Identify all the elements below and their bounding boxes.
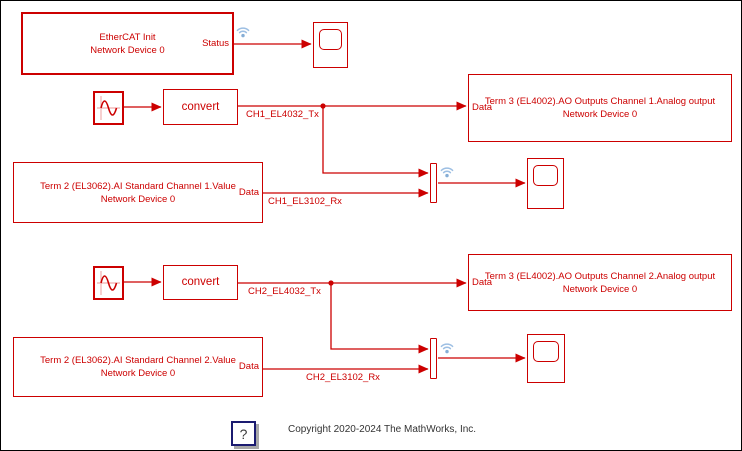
ethercat-init-block[interactable]: EtherCAT Init Network Device 0 Status xyxy=(21,12,234,75)
scope-block-ch1[interactable] xyxy=(527,158,564,209)
signal-label-ch1-tx[interactable]: CH1_EL4032_Tx xyxy=(246,109,319,120)
scope-block-ch2[interactable] xyxy=(527,334,565,383)
port-label-data-in: Data xyxy=(472,276,493,288)
convert-block-ch1[interactable]: convert xyxy=(163,89,238,125)
scope-icon-status xyxy=(319,29,342,50)
signal-label-ch2-tx[interactable]: CH2_EL4032_Tx xyxy=(248,286,321,297)
signal-label-ch2-rx[interactable]: CH2_EL3102_Rx xyxy=(306,372,380,383)
sine-wave-icon-ch2 xyxy=(97,271,120,295)
block-title-line1: Term 3 (EL4002).AO Outputs Channel 2.Ana… xyxy=(484,270,716,282)
block-title-line2: Network Device 0 xyxy=(90,44,165,56)
block-title-line2: Network Device 0 xyxy=(562,283,638,295)
mux-block-ch2[interactable] xyxy=(430,338,437,379)
convert-label: convert xyxy=(181,276,220,288)
branch-point-ch1 xyxy=(320,103,326,109)
port-label-data-out: Data xyxy=(238,361,259,372)
scope-icon-ch1 xyxy=(533,165,558,186)
block-title-line2: Network Device 0 xyxy=(562,109,638,120)
scope-icon-ch2 xyxy=(533,341,559,362)
convert-block-ch2[interactable]: convert xyxy=(163,265,238,300)
block-title-line1: Term 3 (EL4002).AO Outputs Channel 1.Ana… xyxy=(484,96,716,107)
signal-logging-wifi-icon-status xyxy=(236,27,250,39)
block-title-line1: EtherCAT Init xyxy=(99,31,156,43)
block-title-line2: Network Device 0 xyxy=(100,368,176,379)
help-block[interactable]: ? xyxy=(231,421,256,446)
sine-wave-block-ch2[interactable] xyxy=(93,266,124,300)
signal-logging-wifi-icon-ch2 xyxy=(440,343,454,355)
block-title-line1: Term 2 (EL3062).AI Standard Channel 2.Va… xyxy=(40,355,236,366)
term2-ai-input-ch1-block[interactable]: Term 2 (EL3062).AI Standard Channel 1.Va… xyxy=(13,162,263,223)
sine-wave-block-ch1[interactable] xyxy=(93,91,124,125)
help-label: ? xyxy=(239,425,248,442)
convert-label: convert xyxy=(181,100,220,113)
mux-block-ch1[interactable] xyxy=(430,163,437,203)
term3-ao-output-ch1-block[interactable]: Term 3 (EL4002).AO Outputs Channel 1.Ana… xyxy=(468,74,732,142)
branch-point-ch2 xyxy=(328,280,334,286)
wire-ch1-tx-branch-to-mux[interactable] xyxy=(322,106,429,178)
term3-ao-output-ch2-block[interactable]: Term 3 (EL4002).AO Outputs Channel 2.Ana… xyxy=(468,254,732,311)
wire-ch2-tx-branch-to-mux[interactable] xyxy=(330,283,429,354)
block-title-line2: Network Device 0 xyxy=(100,193,176,205)
sine-wave-icon-ch1 xyxy=(97,96,120,120)
port-label-status: Status xyxy=(202,37,229,49)
block-title-line1: Term 2 (EL3062).AI Standard Channel 1.Va… xyxy=(40,180,236,192)
port-label-data-in: Data xyxy=(472,102,493,113)
copyright-annotation: Copyright 2020-2024 The MathWorks, Inc. xyxy=(288,424,477,435)
signal-label-ch1-rx[interactable]: CH1_EL3102_Rx xyxy=(268,196,342,207)
scope-block-status[interactable] xyxy=(313,22,348,68)
port-label-data-out: Data xyxy=(238,186,259,198)
term2-ai-input-ch2-block[interactable]: Term 2 (EL3062).AI Standard Channel 2.Va… xyxy=(13,337,263,397)
signal-logging-wifi-icon-ch1 xyxy=(440,167,454,179)
